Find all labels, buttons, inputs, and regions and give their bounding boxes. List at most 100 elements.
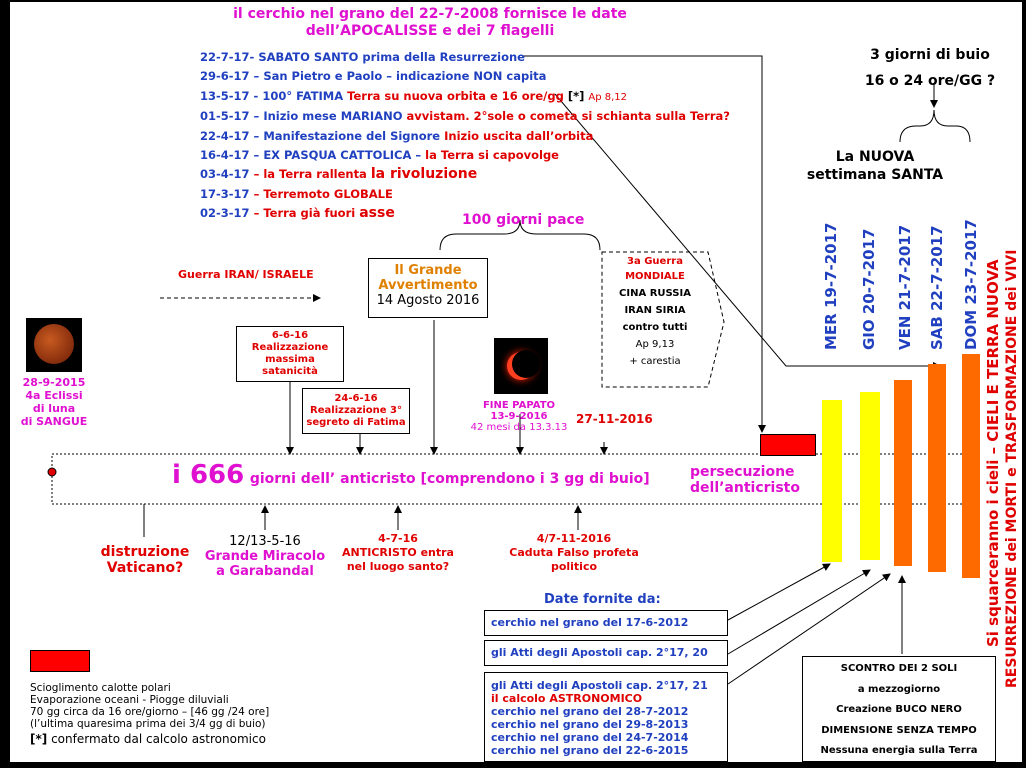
- great-warning-box: Il Grande Avvertimento 14 Agosto 2016: [368, 258, 488, 318]
- world-war-line-1: 3a Guerra: [627, 256, 683, 267]
- title-line-2: dell’APOCALISSE e dei 7 flagelli: [305, 23, 555, 39]
- false-prophet-label: 4/7-11-2016 Caduta Falso profeta politic…: [504, 532, 644, 574]
- vatican-line-2: Vaticano?: [106, 560, 184, 576]
- garabandal-line-1: 12/13-5-16: [229, 534, 301, 549]
- bar-gio: [860, 392, 880, 560]
- persecution-line-2: dell’anticristo: [690, 480, 800, 496]
- new-week-line-1: La NUOVA: [835, 149, 915, 165]
- world-war-label: 3a Guerra MONDIALE CINA RUSSIA IRAN SIRI…: [602, 256, 708, 370]
- papato-line-1: FINE PAPATO: [482, 400, 556, 411]
- event-row: 17-3-17 – Terremoto GLOBALE: [200, 186, 393, 201]
- week-day-dom: DOM 23-7-2017: [962, 219, 980, 350]
- garabandal-line-2: Grande Miracolo: [204, 549, 326, 564]
- event-row: 02-3-17 – Terra già fuori asse: [200, 205, 395, 222]
- right-vertical-line-2: RESURREZIONE dei MORTI e TRASFORMAZIONE …: [1004, 249, 1020, 688]
- suns-line-2: a mezzogiorno: [857, 683, 941, 695]
- legend-line-1: Scioglimento calotte polari: [30, 682, 171, 694]
- legend-line-2: Evaporazione oceani - Piogge diluviali: [30, 694, 229, 706]
- event-list: 22-7-17- SABATO SANTO prima della Resurr…: [200, 48, 730, 224]
- satanic-line-1: 6-6-16: [271, 330, 309, 341]
- peace-label: 100 giorni pace: [462, 212, 585, 228]
- event-row: 16-4-17 – EX PASQUA CATTOLICA – la Terra…: [200, 148, 559, 163]
- blood-moon-image: [26, 318, 82, 372]
- suns-line-4: DIMENSIONE SENZA TEMPO: [821, 724, 977, 736]
- satanic-box: 6-6-16 Realizzazione massima satanicità: [236, 326, 344, 382]
- vatican-line-1: distruzione: [100, 544, 190, 560]
- event-row: 22-7-17- SABATO SANTO prima della Resurr…: [200, 50, 525, 64]
- source-row-3c-3: cerchio nel grano del 24-7-2014: [491, 731, 689, 744]
- great-warning-line-3: 14 Agosto 2016: [376, 293, 480, 308]
- suns-line-1: SCONTRO DEI 2 SOLI: [840, 663, 958, 674]
- diagram-canvas: il cerchio nel grano del 22-7-2008 forni…: [10, 2, 1022, 762]
- timeline-text: giorni dell’ anticristo [comprendono i 3…: [249, 471, 650, 487]
- title: il cerchio nel grano del 22-7-2008 forni…: [220, 6, 640, 40]
- legend-red-swatch: [30, 650, 90, 672]
- week-day-sab: SAB 22-7-2017: [928, 225, 946, 350]
- source-box-2: gli Atti degli Apostoli cap. 2°17, 20: [484, 640, 728, 666]
- nov-date: 27-11-2016: [576, 412, 653, 426]
- eclipse-label: 28-9-2015 4a Eclissi di luna di SANGUE: [12, 376, 96, 428]
- right-vertical-line-1: Si squarceranno i cieli – CIELI E TERRA …: [984, 259, 1002, 647]
- legend-text: Scioglimento calotte polari Evaporazione…: [30, 682, 269, 745]
- event-row: 13-5-17 - 100° FATIMA Terra su nuova orb…: [200, 88, 628, 103]
- world-war-line-7: + carestia: [629, 356, 681, 367]
- event-row: 01-5-17 – Inizio mese MARIANO avvistam. …: [200, 109, 730, 124]
- legend-note-mark: [*]: [30, 732, 48, 746]
- event-row: 03-4-17 – la Terra rallenta la rivoluzio…: [200, 166, 478, 183]
- eclipse-line-1: 28-9-2015: [22, 376, 86, 389]
- eclipse-shadow: [512, 350, 540, 378]
- bar-ven: [894, 380, 912, 566]
- timeline-666: i 666: [172, 460, 245, 490]
- source-box-1: cerchio nel grano del 17-6-2012: [484, 610, 728, 636]
- satanic-line-3: massima: [265, 354, 315, 365]
- antichrist-line-2: ANTICRISTO entra: [342, 546, 454, 559]
- satanic-line-4: satanicità: [262, 366, 318, 377]
- source-row-3a: gli Atti degli Apostoli cap. 2°17, 21: [491, 679, 708, 692]
- world-war-line-6: Ap 9,13: [635, 339, 675, 350]
- sources-header: Date fornite da:: [544, 592, 661, 607]
- source-row-3c-1: cerchio nel grano del 28-7-2012: [491, 705, 689, 718]
- satanic-line-2: Realizzazione: [251, 342, 329, 353]
- persecution-label: persecuzione dell’anticristo: [690, 464, 800, 496]
- moon-icon: [34, 324, 74, 364]
- eclipse-line-4: di SANGUE: [20, 415, 88, 428]
- world-war-line-5: contro tutti: [622, 322, 688, 333]
- suns-box: SCONTRO DEI 2 SOLI a mezzogiorno Creazio…: [802, 656, 996, 762]
- source-row-1: cerchio nel grano del 17-6-2012: [491, 616, 689, 629]
- antichrist-line-3: nel luogo santo?: [346, 560, 450, 573]
- dark-days-line-1: 3 giorni di buio: [870, 47, 990, 63]
- garabandal-line-3: a Garabandal: [216, 564, 314, 579]
- event-row: 22-4-17 – Manifestazione del Signore Ini…: [200, 128, 594, 143]
- suns-line-3: Creazione BUCO NERO: [836, 704, 962, 715]
- fatima-line-1: 24-6-16: [334, 393, 378, 404]
- bar-sab: [928, 364, 946, 572]
- dark-days-label: 3 giorni di buio 16 o 24 ore/GG ?: [830, 42, 1022, 94]
- persecution-line-1: persecuzione: [690, 464, 795, 480]
- great-warning-line-1: Il Grande: [394, 263, 462, 278]
- fatima-line-2: Realizzazione 3°: [310, 405, 402, 416]
- false-prophet-line-2: Caduta Falso profeta: [509, 546, 639, 559]
- legend-line-4: (l’ultima quaresima prima dei 3/4 gg di …: [30, 718, 266, 730]
- week-day-mer: MER 19-7-2017: [822, 222, 840, 350]
- eclipse-line-3: di luna: [32, 402, 76, 415]
- week-day-ven: VEN 21-7-2017: [896, 224, 914, 350]
- event-row: 29-6-17 – San Pietro e Paolo – indicazio…: [200, 69, 547, 84]
- solar-eclipse-image: [494, 338, 548, 394]
- eclipse-line-2: 4a Eclissi: [25, 389, 83, 402]
- legend-note-text: confermato dal calcolo astronomico: [51, 732, 266, 746]
- bar-dom: [962, 354, 980, 578]
- week-day-gio: GIO 20-7-2017: [860, 228, 878, 350]
- legend-line-3: 70 gg circa da 16 ore/giorno – [46 gg /2…: [30, 706, 270, 718]
- papato-line-3: 42 mesi da 13.3.13: [470, 422, 568, 433]
- garabandal-label: 12/13-5-16 Grande Miracolo a Garabandal: [200, 534, 330, 579]
- world-war-line-3: CINA RUSSIA: [619, 288, 691, 299]
- red-marker: [760, 434, 816, 456]
- fatima-line-3: segreto di Fatima: [306, 417, 406, 428]
- dark-days-line-2: 16 o 24 ore/GG ?: [864, 73, 996, 89]
- great-warning-line-2: Avvertimento: [378, 278, 478, 293]
- source-row-3c-2: cerchio nel grano del 29-8-2013: [491, 718, 689, 731]
- war-iran-label: Guerra IRAN/ ISRAELE: [178, 268, 314, 281]
- source-row-3b: il calcolo ASTRONOMICO: [491, 692, 643, 705]
- false-prophet-line-3: politico: [550, 560, 598, 573]
- world-war-line-2: MONDIALE: [625, 271, 685, 282]
